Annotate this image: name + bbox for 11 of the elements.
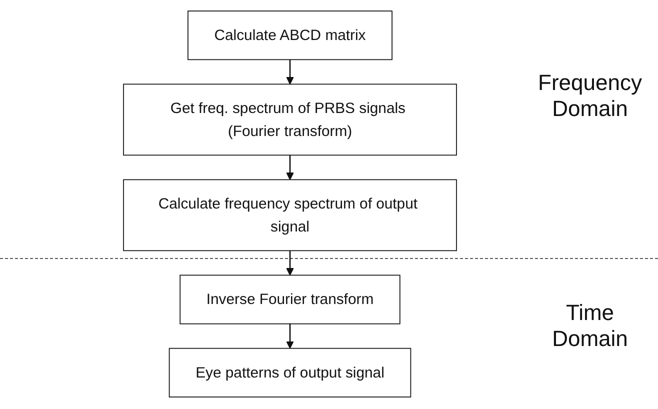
node-box: Eye patterns of output signal <box>168 348 412 398</box>
node-box: Get freq. spectrum of PRBS signals (Fourier transform) <box>123 84 457 156</box>
arrow <box>286 155 294 180</box>
arrow <box>286 324 294 349</box>
domain-label: Frequency Domain <box>537 70 643 123</box>
node-box: Calculate frequency spectrum of output signal <box>123 179 457 252</box>
arrow <box>286 250 294 276</box>
domain-label: Time Domain <box>551 300 629 353</box>
arrow <box>286 60 294 85</box>
node-box: Inverse Fourier transform <box>180 274 400 324</box>
node-box: Calculate ABCD matrix <box>188 10 392 60</box>
